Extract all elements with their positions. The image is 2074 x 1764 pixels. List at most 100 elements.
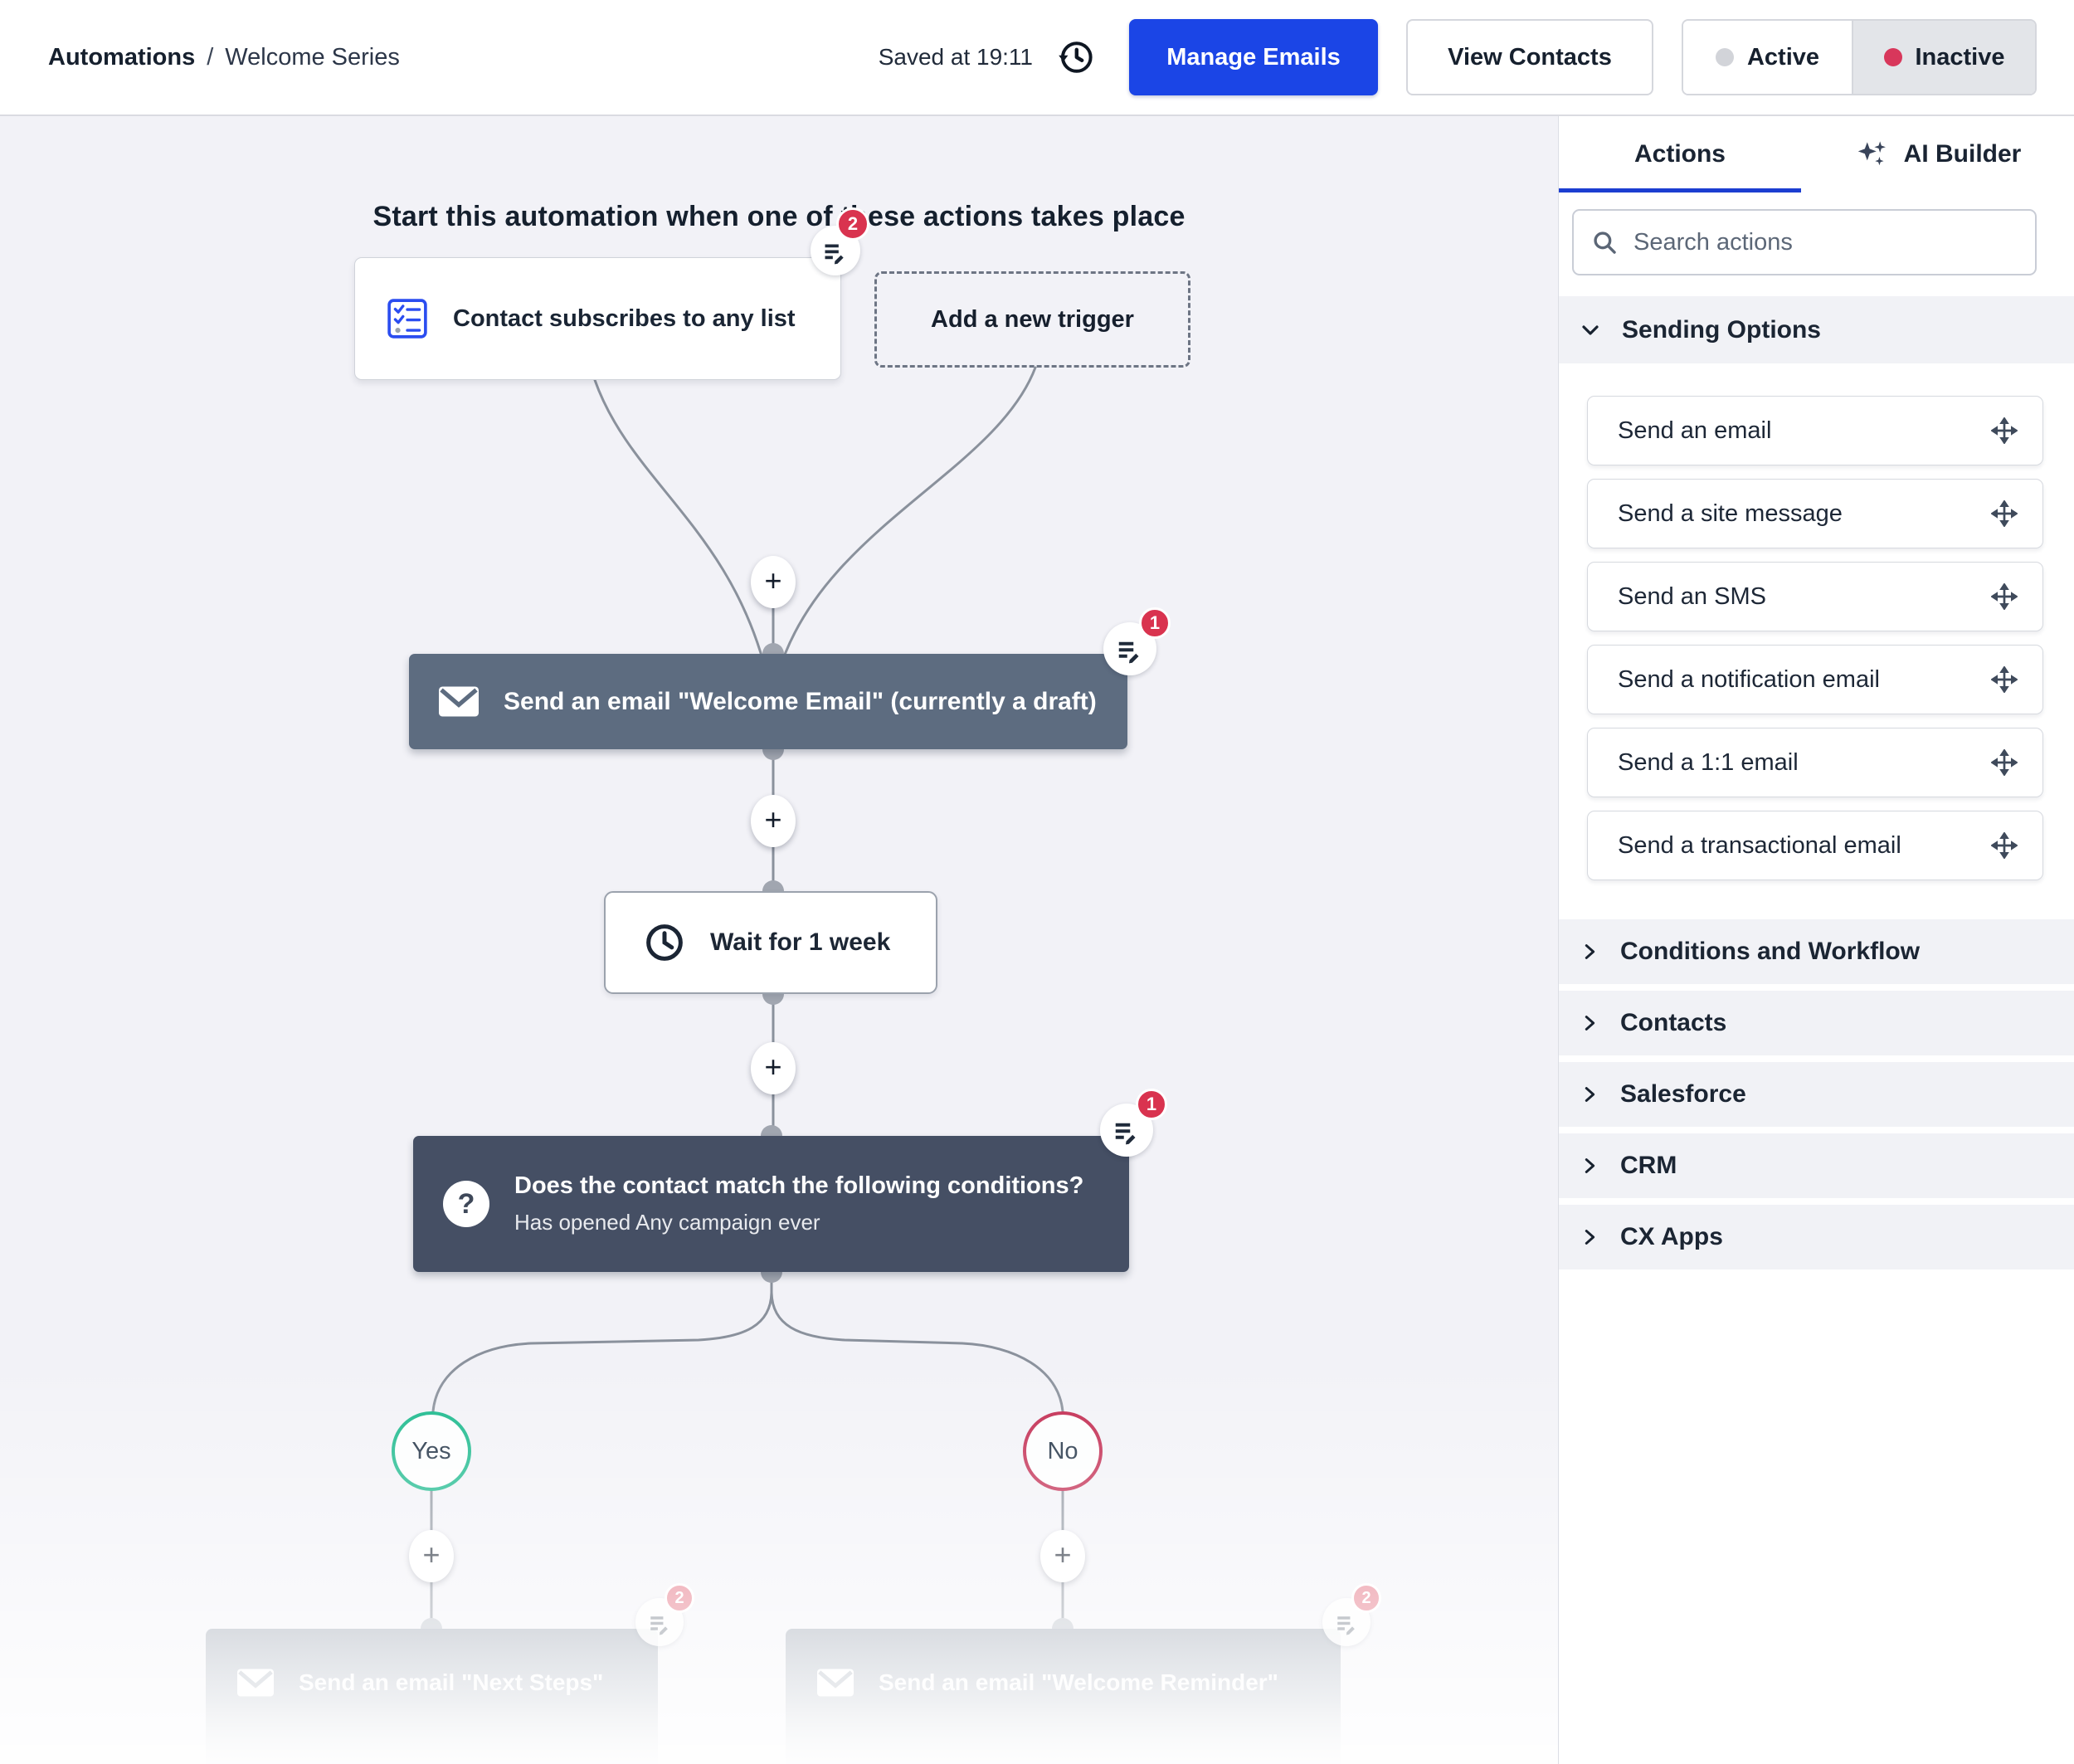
action-card-label: Send a transactional email: [1618, 831, 1901, 859]
add-trigger-label: Add a new trigger: [931, 305, 1134, 333]
breadcrumb: Automations / Welcome Series: [48, 44, 400, 71]
ai-sparkles-icon: [1854, 136, 1891, 173]
drag-move-icon[interactable]: [1991, 417, 2018, 444]
section-label: Conditions and Workflow: [1620, 938, 1921, 965]
email-envelope-icon: [439, 686, 479, 717]
toggle-active-option[interactable]: Active: [1683, 21, 1853, 94]
breadcrumb-automation-name: Welcome Series: [225, 43, 400, 71]
action-card-send-a-transactional-email[interactable]: Send a transactional email: [1587, 811, 2043, 880]
toggle-inactive-label: Inactive: [1915, 43, 2005, 71]
add-step-button-no-branch[interactable]: +: [1040, 1530, 1085, 1582]
add-step-button-3[interactable]: +: [751, 1042, 796, 1094]
chevron-right-icon: [1579, 1084, 1600, 1105]
drag-move-icon[interactable]: [1991, 749, 2018, 776]
welcome-reminder-note-count-badge[interactable]: 2: [1351, 1583, 1381, 1613]
section-crm[interactable]: CRM: [1559, 1133, 2074, 1198]
search-actions-box: [1572, 209, 2037, 275]
trigger-note-count-badge[interactable]: 2: [836, 207, 869, 241]
action-card-send-a-1-1-email[interactable]: Send a 1:1 email: [1587, 728, 2043, 797]
subscribe-list-icon: [387, 298, 428, 339]
action-card-label: Send an email: [1618, 417, 1772, 444]
chevron-right-icon: [1579, 1226, 1600, 1248]
section-label: Contacts: [1620, 1009, 1727, 1036]
add-step-button-yes-branch[interactable]: +: [409, 1530, 454, 1582]
sidebar-tabs: Actions AI Builder: [1559, 116, 2074, 192]
email-envelope-icon: [237, 1669, 274, 1697]
section-label: Sending Options: [1622, 315, 1821, 344]
trigger-node-contact-subscribes[interactable]: Contact subscribes to any list: [354, 257, 841, 380]
action-card-send-an-email[interactable]: Send an email: [1587, 396, 2043, 465]
condition-title: Does the contact match the following con…: [514, 1172, 1084, 1199]
chevron-right-icon: [1579, 1155, 1600, 1177]
toggle-inactive-option[interactable]: Inactive: [1853, 21, 2035, 94]
section-salesforce[interactable]: Salesforce: [1559, 1062, 2074, 1127]
wait-node-label: Wait for 1 week: [710, 928, 891, 956]
section-cx-apps[interactable]: CX Apps: [1559, 1205, 2074, 1269]
note-pencil-icon: [1112, 1120, 1137, 1145]
tab-ai-builder-label: AI Builder: [1903, 140, 2022, 168]
topbar-actions: Saved at 19:11 Manage Emails View Contac…: [879, 19, 2037, 95]
search-icon: [1590, 228, 1619, 256]
action-card-send-an-sms[interactable]: Send an SMS: [1587, 562, 2043, 631]
automation-canvas[interactable]: Start this automation when one of these …: [0, 116, 1558, 1764]
inactive-status-dot-icon: [1883, 48, 1902, 66]
email-envelope-icon: [817, 1669, 854, 1697]
drag-move-icon[interactable]: [1991, 500, 2018, 527]
section-contacts[interactable]: Contacts: [1559, 991, 2074, 1055]
chevron-down-icon: [1579, 319, 1602, 342]
topbar: Automations / Welcome Series Saved at 19…: [0, 0, 2074, 116]
action-card-label: Send an SMS: [1618, 582, 1766, 610]
note-pencil-icon: [822, 241, 845, 265]
email-node-label: Send an email "Welcome Email" (currently…: [504, 687, 1097, 715]
add-trigger-button[interactable]: Add a new trigger: [874, 271, 1190, 368]
condition-node[interactable]: ? Does the contact match the following c…: [413, 1136, 1129, 1272]
email-node-label: Send an email "Welcome Reminder": [879, 1669, 1278, 1695]
add-step-button-1[interactable]: +: [751, 556, 796, 608]
next-steps-note-count-badge[interactable]: 2: [665, 1583, 694, 1613]
section-conditions-and-workflow[interactable]: Conditions and Workflow: [1559, 919, 2074, 984]
manage-emails-button[interactable]: Manage Emails: [1129, 19, 1378, 95]
section-sending-options[interactable]: Sending Options: [1559, 296, 2074, 363]
search-input[interactable]: [1632, 227, 2018, 257]
actions-sidebar: Actions AI Builder: [1558, 116, 2074, 1764]
tab-actions[interactable]: Actions: [1559, 116, 1801, 192]
chevron-right-icon: [1579, 941, 1600, 962]
action-card-send-a-notification-email[interactable]: Send a notification email: [1587, 645, 2043, 714]
drag-move-icon[interactable]: [1991, 832, 2018, 859]
toggle-active-label: Active: [1746, 43, 1820, 71]
active-status-dot-icon: [1715, 48, 1734, 66]
drag-move-icon[interactable]: [1991, 666, 2018, 693]
email-node-note-count-badge[interactable]: 1: [1139, 607, 1171, 639]
revision-history-button[interactable]: [1054, 36, 1098, 79]
breadcrumb-separator: /: [207, 43, 214, 71]
drag-move-icon[interactable]: [1991, 583, 2018, 610]
add-step-button-2[interactable]: +: [751, 795, 796, 847]
active-tab-underline: [1559, 188, 1801, 192]
condition-note-count-badge[interactable]: 1: [1136, 1089, 1167, 1120]
email-node-welcome-reminder[interactable]: Send an email "Welcome Reminder": [786, 1629, 1341, 1764]
trigger-label: Contact subscribes to any list: [453, 305, 796, 332]
history-icon: [1056, 37, 1096, 77]
tab-ai-builder[interactable]: AI Builder: [1801, 116, 2074, 192]
wait-clock-icon: [644, 922, 685, 963]
active-inactive-toggle: Active Inactive: [1682, 19, 2037, 95]
note-pencil-icon: [648, 1614, 669, 1635]
email-node-next-steps[interactable]: Send an email "Next Steps": [206, 1629, 658, 1764]
email-node-welcome-email[interactable]: Send an email "Welcome Email" (currently…: [409, 654, 1127, 749]
tab-actions-label: Actions: [1633, 140, 1726, 168]
canvas-heading: Start this automation when one of these …: [372, 201, 1185, 232]
branch-yes-circle[interactable]: Yes: [392, 1411, 471, 1491]
action-card-label: Send a notification email: [1618, 665, 1880, 693]
breadcrumb-automations[interactable]: Automations: [48, 43, 196, 71]
email-node-notes-button[interactable]: [1103, 622, 1156, 675]
note-pencil-icon: [1335, 1614, 1356, 1635]
branch-no-circle[interactable]: No: [1023, 1411, 1103, 1491]
chevron-right-icon: [1579, 1012, 1600, 1034]
wait-node[interactable]: Wait for 1 week: [604, 891, 937, 994]
view-contacts-button[interactable]: View Contacts: [1406, 19, 1653, 95]
section-label: Salesforce: [1620, 1080, 1746, 1108]
section-label: CX Apps: [1620, 1223, 1723, 1250]
condition-subtitle: Has opened Any campaign ever: [514, 1210, 820, 1235]
trigger-notes-button[interactable]: [811, 226, 860, 275]
action-card-send-a-site-message[interactable]: Send a site message: [1587, 479, 2043, 548]
